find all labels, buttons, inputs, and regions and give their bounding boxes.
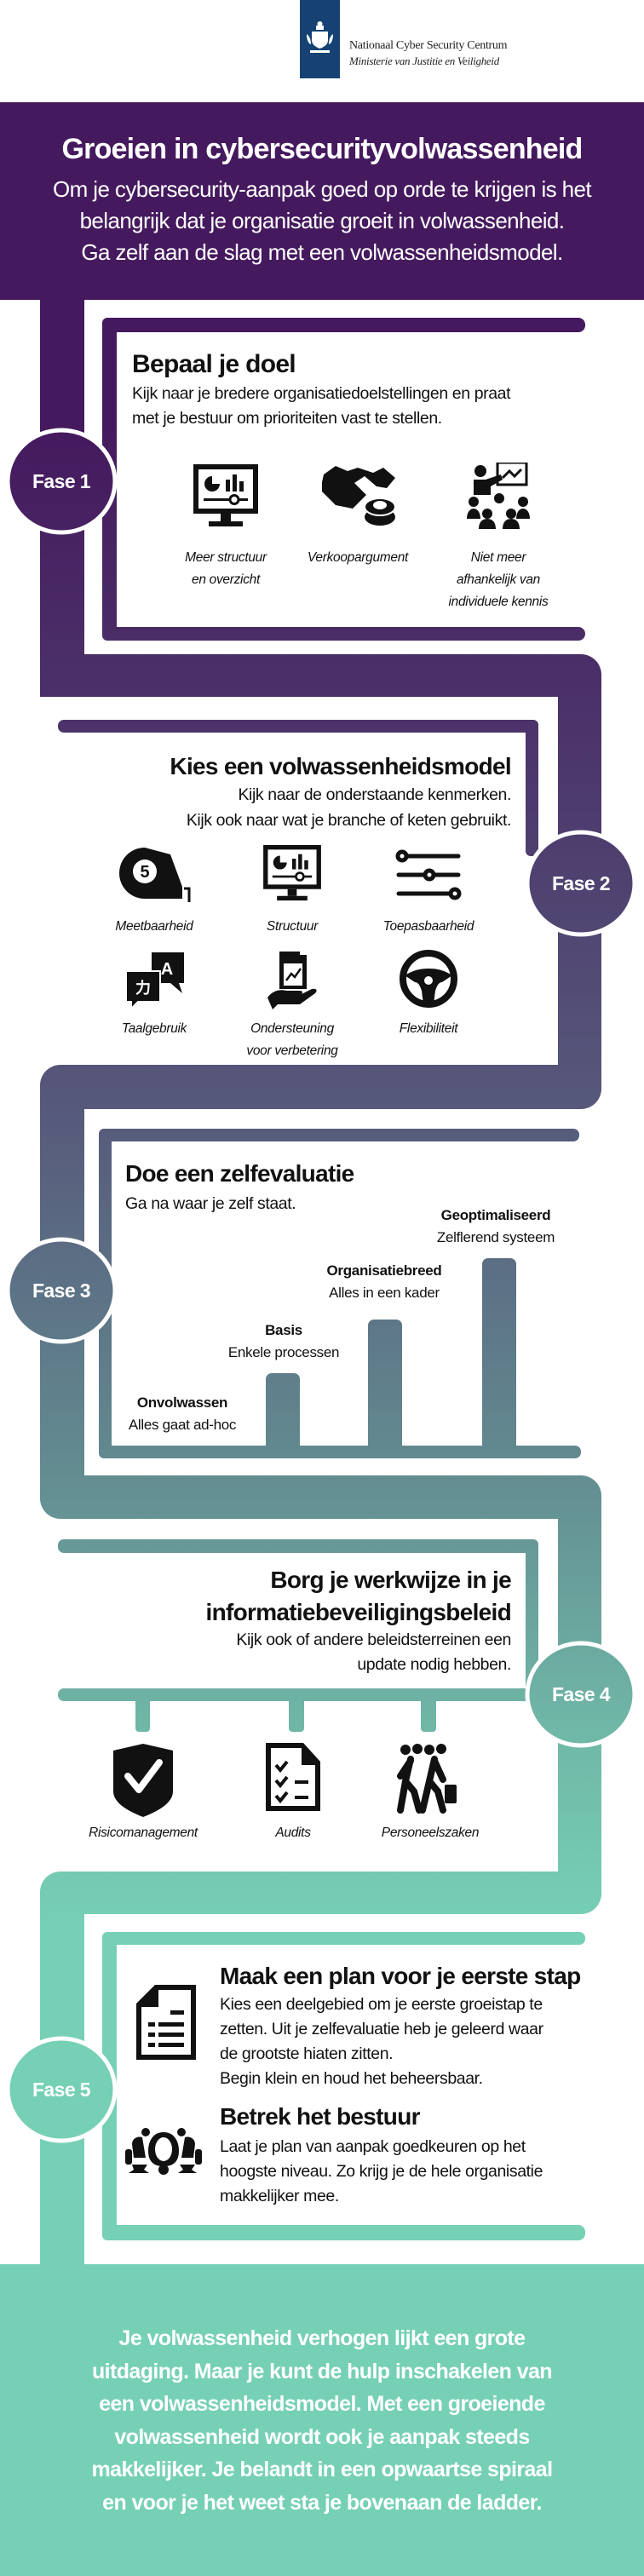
conclusion-text: Je volwassenheid verhogen lijkt een grot… xyxy=(0,2322,644,2519)
path-segment xyxy=(40,654,601,697)
phase-circle xyxy=(5,1237,118,1344)
path-segment xyxy=(40,1475,601,1519)
monitor-chart-icon xyxy=(193,464,258,526)
conclusion-line: Je volwassenheid verhogen lijkt een grot… xyxy=(118,2326,526,2350)
body-line: hoogste niveau. Zo krijg je de hele orga… xyxy=(220,2162,543,2181)
phase-title: Borg je werkwijze in je informatiebeveil… xyxy=(205,1564,512,1629)
step-title: Betrek het bestuur xyxy=(220,2103,420,2130)
item-label: Taalgebruik xyxy=(121,1021,187,1036)
phase-label: Fase 1 xyxy=(32,470,91,492)
step-body: Laat je plan van aanpak goedkeuren op he… xyxy=(220,2135,543,2209)
item-label: Structuur xyxy=(266,919,319,934)
checklist-icon xyxy=(266,1743,320,1811)
body-line: met je bestuur om prioriteiten vast te s… xyxy=(132,409,442,428)
steering-wheel-icon xyxy=(400,950,457,1008)
svg-text:A: A xyxy=(161,960,173,979)
level-bar xyxy=(482,1258,516,1454)
conclusion-line: uitdaging. Maar je kunt de hulp inschake… xyxy=(92,2359,553,2383)
shield-check-icon xyxy=(113,1744,173,1817)
page-subtitle: Om je cybersecurity-aanpak goed op orde … xyxy=(0,174,644,268)
svg-text:力: 力 xyxy=(135,980,151,997)
body-line: Laat je plan van aanpak goedkeuren op he… xyxy=(220,2137,526,2156)
hand-document-icon xyxy=(267,952,317,1009)
phase-title: Bepaal je doel xyxy=(132,350,296,378)
phase-title: Kies een volwassenheidsmodel xyxy=(170,753,511,779)
ministry-name: Ministerie van Justitie en Veiligheid xyxy=(349,55,499,67)
step-body: Kies een deelgebied om je eerste groeist… xyxy=(220,1992,543,2091)
phase-circle xyxy=(5,2036,118,2143)
page-title: Groeien in cybersecurityvolwassenheid xyxy=(61,133,584,165)
sliders-icon xyxy=(395,849,462,900)
phase-label: Fase 3 xyxy=(32,1279,91,1302)
conclusion-line: een volwassenheidsmodel. Met een groeien… xyxy=(99,2392,545,2416)
body-line: Kijk naar je bredere organisatiedoelstel… xyxy=(132,384,511,403)
subtitle-line: Om je cybersecurity-aanpak goed op orde … xyxy=(52,176,592,202)
path-segment xyxy=(40,1065,601,1109)
phase-circle xyxy=(525,830,637,937)
subtitle-line: belangrijk dat je organisatie groeit in … xyxy=(79,208,565,233)
conclusion-line: en voor je het weet sta je bovenaan de l… xyxy=(102,2490,542,2515)
conclusion-line: volwassenheid wordt ook je aanpak steeds xyxy=(114,2424,530,2449)
phase-circle xyxy=(5,428,118,535)
phase-body: Kijk ook of andere beleidsterreinen een … xyxy=(236,1628,511,1677)
phase-label: Fase 4 xyxy=(551,1683,611,1705)
phase-label: Fase 5 xyxy=(32,2079,91,2101)
tape-measure-icon: 5 xyxy=(119,848,191,902)
path-segment xyxy=(40,1872,601,1914)
body-line: Kijk ook of andere beleidsterreinen een xyxy=(236,1630,511,1649)
phase-circle xyxy=(525,1641,637,1748)
svg-text:5: 5 xyxy=(140,863,149,882)
org-name: Nationaal Cyber Security Centrum xyxy=(349,39,508,52)
title-line: informatiebeveiligingsbeleid xyxy=(205,1599,512,1625)
level-bar xyxy=(266,1373,300,1454)
translate-icon: A 力 xyxy=(126,952,184,1009)
phase-body: Kijk naar de onderstaande kenmerken. Kij… xyxy=(186,782,512,833)
phase-body: Ga na waar je zelf staat. xyxy=(125,1194,296,1213)
government-logo xyxy=(300,0,340,78)
boardroom-icon xyxy=(125,2128,202,2175)
body-line: Begin klein en houd het beheersbaar. xyxy=(220,2069,483,2088)
body-line: makkelijker mee. xyxy=(220,2187,339,2205)
body-line: update nodig hebben. xyxy=(357,1655,511,1674)
subtitle-line: Ga zelf aan de slag met een volwassenhei… xyxy=(81,239,563,265)
document-list-icon xyxy=(136,1985,196,2060)
conclusion-band xyxy=(0,2264,644,2576)
body-line: Kies een deelgebied om je eerste groeist… xyxy=(220,1995,543,2014)
item-label: Personeelszaken xyxy=(381,1826,480,1840)
monitor-chart-icon xyxy=(263,845,321,901)
conclusion-line: makkelijker. Je belandt in een opwaartse… xyxy=(91,2458,554,2481)
phase-title: Doe een zelfevaluatie xyxy=(125,1160,354,1187)
step-title: Maak een plan voor je eerste stap xyxy=(220,1963,581,1989)
item-label: Meetbaarheid xyxy=(115,919,193,934)
body-line: zetten. Uit je zelfevaluatie heb je gele… xyxy=(220,2020,543,2038)
presentation-group-icon xyxy=(467,463,530,529)
item-label: Audits xyxy=(275,1826,311,1840)
phase-body: Kijk naar je bredere organisatiedoelstel… xyxy=(132,382,511,431)
item-label: Verkoopargument xyxy=(307,550,409,565)
body-line: de grootste hiaten zitten. xyxy=(220,2044,394,2063)
phase-label: Fase 2 xyxy=(551,872,611,894)
item-label: Flexibiliteit xyxy=(399,1021,458,1036)
body-line: Kijk ook naar wat je branche of keten ge… xyxy=(186,811,512,830)
crest-icon xyxy=(307,21,333,53)
body-line: Kijk naar de onderstaande kenmerken. xyxy=(238,785,511,804)
walking-people-icon xyxy=(397,1744,457,1814)
item-label: Risicomanagement xyxy=(89,1826,198,1840)
level-bar xyxy=(368,1320,402,1454)
title-banner xyxy=(0,102,644,300)
title-line: Borg je werkwijze in je xyxy=(270,1567,511,1593)
handshake-coins-icon xyxy=(322,466,396,526)
item-label: Toepasbaarheid xyxy=(382,919,474,934)
